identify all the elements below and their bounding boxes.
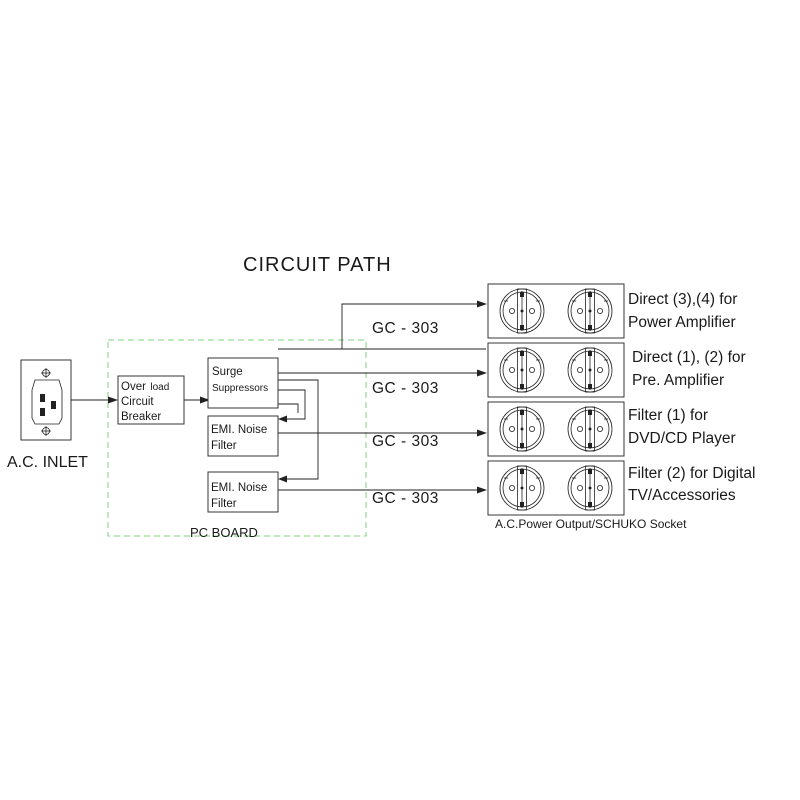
schuko-socket-icon	[567, 406, 613, 452]
ac-inlet-label: A.C. INLET	[7, 454, 88, 471]
output-1-line1: Direct (3),(4) for	[628, 291, 737, 308]
emi-filter-1-line1: EMI. Noise	[211, 424, 267, 436]
breaker-label-line3: Breaker	[121, 411, 161, 423]
pc-board-region	[107, 339, 367, 537]
schuko-socket-icon	[499, 406, 545, 452]
emi-filter-1-line2: Filter	[211, 440, 237, 452]
cable-label-1: GC - 303	[372, 320, 439, 337]
socket-row	[487, 342, 625, 398]
schuko-socket-icon	[499, 288, 545, 334]
schuko-socket-icon	[499, 465, 545, 511]
output-4-line1: Filter (2) for Digital	[628, 465, 755, 482]
cable-label-2: GC - 303	[372, 380, 439, 397]
emi-noise-filter-2-box	[207, 471, 279, 513]
schuko-socket-panel	[487, 283, 625, 516]
output-4-line2: TV/Accessories	[628, 487, 736, 504]
socket-caption: A.C.Power Output/SCHUKO Socket	[495, 517, 687, 531]
emi-filter-2-line2: Filter	[211, 498, 237, 510]
output-3-line1: Filter (1) for	[628, 407, 708, 424]
output-3-line2: DVD/CD Player	[628, 430, 736, 447]
schuko-socket-icon	[567, 465, 613, 511]
emi-filter-2-line1: EMI. Noise	[211, 482, 267, 494]
surge-suppressors-box	[207, 357, 279, 409]
socket-row	[487, 283, 625, 339]
surge-label-line2: Suppressors	[212, 383, 268, 394]
pc-board-label: PC BOARD	[190, 525, 258, 540]
socket-row	[487, 401, 625, 457]
output-2-line1: Direct (1), (2) for	[632, 349, 746, 366]
surge-label-line1: Surge	[212, 366, 243, 378]
ac-inlet-connector-icon	[20, 359, 72, 441]
output-1-line2: Power Amplifier	[628, 314, 736, 331]
breaker-label: Over load	[121, 377, 169, 394]
diagram-title: CIRCUIT PATH	[243, 254, 392, 276]
emi-noise-filter-1-box	[207, 415, 279, 457]
schuko-socket-icon	[499, 347, 545, 393]
output-2-line2: Pre. Amplifier	[632, 372, 724, 389]
schuko-socket-icon	[567, 347, 613, 393]
cable-label-3: GC - 303	[372, 433, 439, 450]
breaker-label-line2: Circuit	[121, 396, 154, 408]
schuko-socket-icon	[567, 288, 613, 334]
cable-label-4: GC - 303	[372, 490, 439, 507]
socket-row	[487, 460, 625, 516]
